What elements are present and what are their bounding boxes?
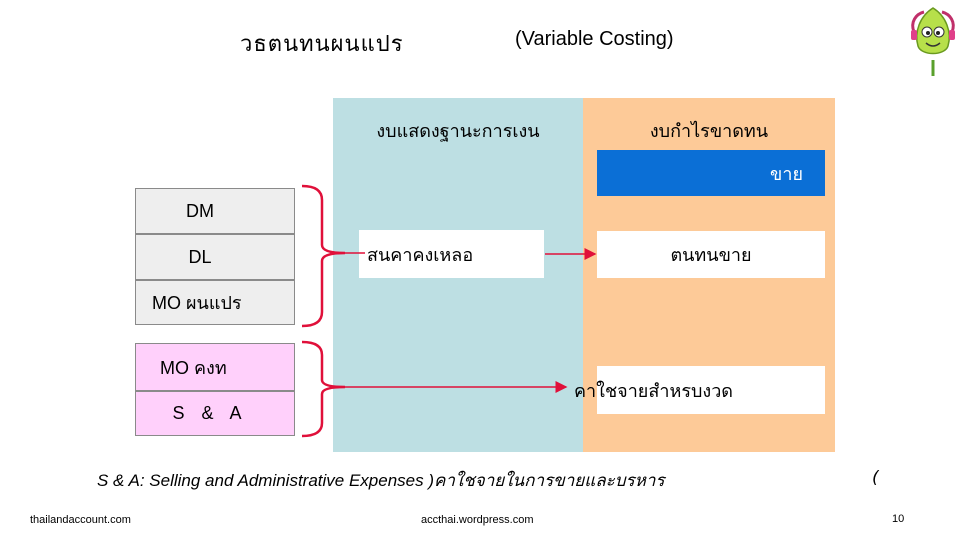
slide-title-english: (Variable Costing) [515, 28, 674, 50]
income-statement-header: งบกำไรขาดทน [649, 121, 769, 142]
period-expense-box [597, 366, 825, 414]
inventory-box: สนคาคงเหลอ [359, 230, 544, 278]
fixed-cost-brace [301, 340, 346, 438]
cogs-box: ตนทนขาย [597, 231, 825, 278]
balance-sheet-header: งบแสดงฐานะการเงน [376, 121, 540, 142]
cost-dm: DM [135, 188, 295, 234]
period-expense-label: คาใชจายสำหรบงวด [574, 380, 733, 402]
page-number: 10 [892, 513, 905, 525]
slide-title-thai: วธตนทนผนแปร [240, 32, 404, 57]
variable-cost-brace [301, 184, 346, 328]
cost-dl: DL [135, 234, 295, 280]
footnote: S & A: Selling and Administrative Expens… [97, 471, 665, 490]
footnote-paren: ( [872, 468, 879, 488]
cost-sa: S & A [135, 391, 295, 436]
cost-mo-fixed: MO คงท [135, 343, 295, 391]
footer-site-center: accthai.wordpress.com [421, 514, 534, 526]
footer-site-left: thailandaccount.com [30, 514, 131, 526]
mascot-logo-icon [911, 7, 955, 76]
cost-mo-variable: MO ผนแปร [135, 280, 295, 325]
sales-box: ขาย [597, 150, 825, 196]
